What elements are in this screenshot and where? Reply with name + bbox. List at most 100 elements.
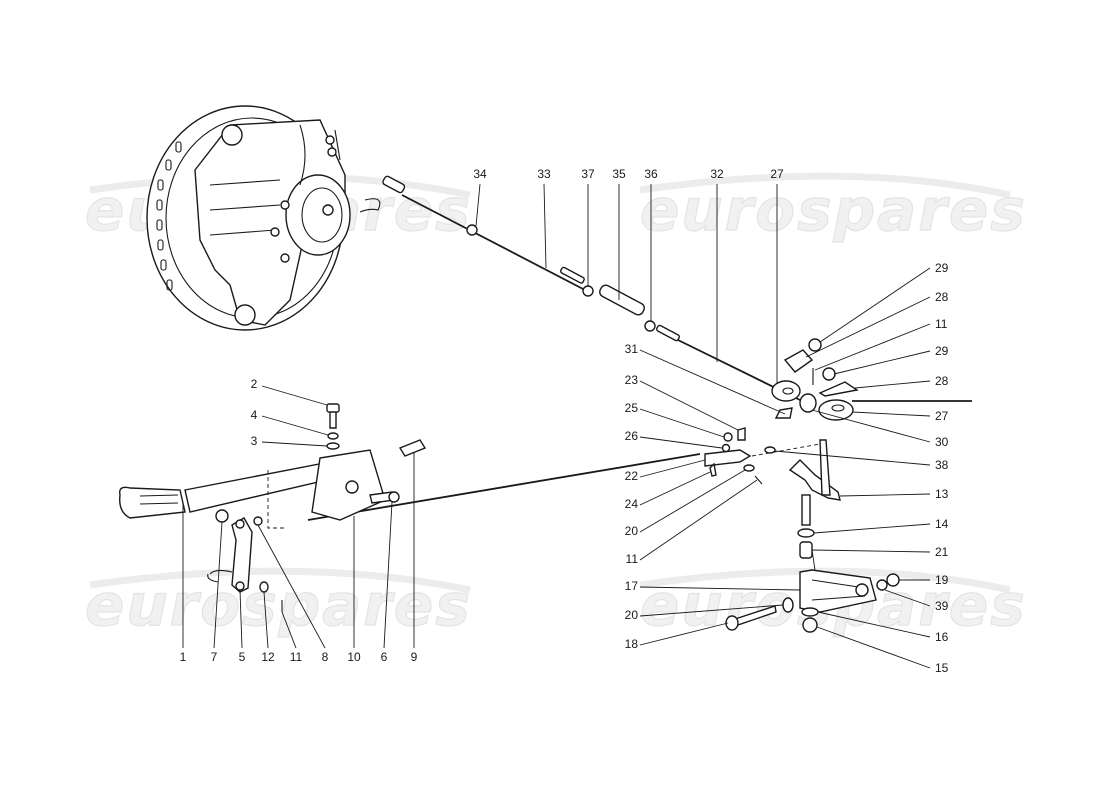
watermark-swoosh: [89, 567, 471, 594]
callout-35[interactable]: 35: [612, 167, 626, 181]
bolt-2: [329, 409, 337, 429]
caliper-mount-bottom: [234, 304, 256, 326]
split-pin-11: [754, 475, 763, 485]
callout-20[interactable]: 20: [625, 524, 639, 538]
leader-lines: [182, 183, 931, 669]
nut-25: [723, 432, 733, 442]
cable-clevis: [382, 175, 406, 194]
clevis-22: [704, 449, 752, 467]
callout-12[interactable]: 12: [261, 650, 275, 664]
caliper-body: [194, 119, 346, 326]
callout-21[interactable]: 21: [935, 545, 949, 559]
compensator-linkage[interactable]: [307, 338, 972, 526]
callout-33[interactable]: 33: [537, 167, 551, 181]
callout-11[interactable]: 11: [290, 650, 303, 664]
bolt-31: [774, 407, 793, 419]
disc-vent-holes: [156, 141, 182, 291]
callout-15[interactable]: 15: [935, 661, 949, 675]
cable-end-33: [560, 266, 585, 284]
long-cable-10: [307, 453, 701, 521]
plate-28-upper: [783, 349, 814, 373]
callout-19[interactable]: 19: [935, 573, 949, 587]
cable-end-32: [656, 324, 680, 342]
callout-23[interactable]: 23: [625, 373, 639, 387]
caliper-pulley: [285, 174, 351, 256]
callout-5[interactable]: 5: [239, 650, 246, 664]
callout-17[interactable]: 17: [625, 579, 639, 593]
washer-8: [253, 516, 263, 526]
washer-20-lower: [782, 597, 794, 613]
callout-28[interactable]: 28: [935, 290, 949, 304]
callout-22[interactable]: 22: [625, 469, 639, 483]
nut-29-upper: [808, 338, 822, 352]
nut-36: [644, 320, 656, 332]
hook: [207, 569, 233, 583]
callout-39[interactable]: 39: [935, 599, 949, 613]
callout-9[interactable]: 9: [411, 650, 418, 664]
callout-7[interactable]: 7: [211, 650, 218, 664]
caliper-mount-top: [221, 124, 243, 146]
callout-25[interactable]: 25: [625, 401, 639, 415]
callout-2[interactable]: 2: [251, 377, 258, 391]
washer-38: [764, 446, 776, 454]
bracket-17: [799, 569, 877, 613]
plate-28-lower: [818, 381, 859, 397]
callout-8[interactable]: 8: [322, 650, 329, 664]
washer-26: [721, 443, 731, 453]
callout-31[interactable]: 31: [625, 342, 639, 356]
washer-16: [801, 607, 819, 617]
washer-14: [797, 528, 815, 538]
switch-9: [398, 439, 427, 457]
callout-28[interactable]: 28: [935, 374, 949, 388]
pulley-27-lower: [818, 399, 854, 421]
callout-13[interactable]: 13: [935, 487, 949, 501]
callout-14[interactable]: 14: [935, 517, 949, 531]
callout-1[interactable]: 1: [180, 650, 187, 664]
nut-29-lower: [822, 367, 836, 381]
sleeve-35: [599, 284, 645, 316]
callout-27[interactable]: 27: [935, 409, 949, 423]
callout-29[interactable]: 29: [935, 344, 949, 358]
dashed-assembly-line: [751, 443, 821, 457]
washer-39: [876, 579, 888, 591]
spacer-30: [799, 393, 817, 413]
shaft-13: [801, 494, 811, 526]
callout-6[interactable]: 6: [381, 650, 388, 664]
callout-34[interactable]: 34: [473, 167, 487, 181]
callout-38[interactable]: 38: [935, 458, 949, 472]
callout-32[interactable]: 32: [710, 167, 724, 181]
nut-37: [582, 285, 594, 297]
callout-4[interactable]: 4: [251, 408, 258, 422]
callout-16[interactable]: 16: [935, 630, 949, 644]
bracket-assembly[interactable]: [725, 528, 900, 633]
callout-30[interactable]: 30: [935, 435, 949, 449]
washer-20-upper: [743, 464, 755, 472]
callout-29[interactable]: 29: [935, 261, 949, 275]
callout-11[interactable]: 11: [626, 552, 639, 566]
watermark-bottom-left: eurospares: [85, 571, 472, 639]
callout-20[interactable]: 20: [625, 608, 639, 622]
cable-assembly[interactable]: [382, 175, 801, 401]
nut-15: [802, 617, 818, 633]
nut-19: [886, 573, 900, 587]
watermark-swoosh: [639, 567, 1011, 594]
callout-36[interactable]: 36: [644, 167, 658, 181]
watermark-top-right: eurospares: [640, 176, 1027, 244]
callout-26[interactable]: 26: [625, 429, 639, 443]
callout-10[interactable]: 10: [347, 650, 361, 664]
grommet-34: [466, 224, 478, 236]
brake-caliper-disc[interactable]: [146, 105, 381, 331]
callout-11[interactable]: 11: [935, 317, 948, 331]
washer-12: [259, 581, 269, 593]
watermark-swoosh: [639, 172, 1011, 199]
callout-24[interactable]: 24: [625, 497, 639, 511]
callout-37[interactable]: 37: [581, 167, 595, 181]
callout-3[interactable]: 3: [251, 434, 258, 448]
dashed-mount-line: [267, 470, 285, 529]
washer-3: [326, 442, 340, 450]
callout-18[interactable]: 18: [625, 637, 639, 651]
callout-27[interactable]: 27: [770, 167, 784, 181]
bush-21: [799, 541, 813, 559]
